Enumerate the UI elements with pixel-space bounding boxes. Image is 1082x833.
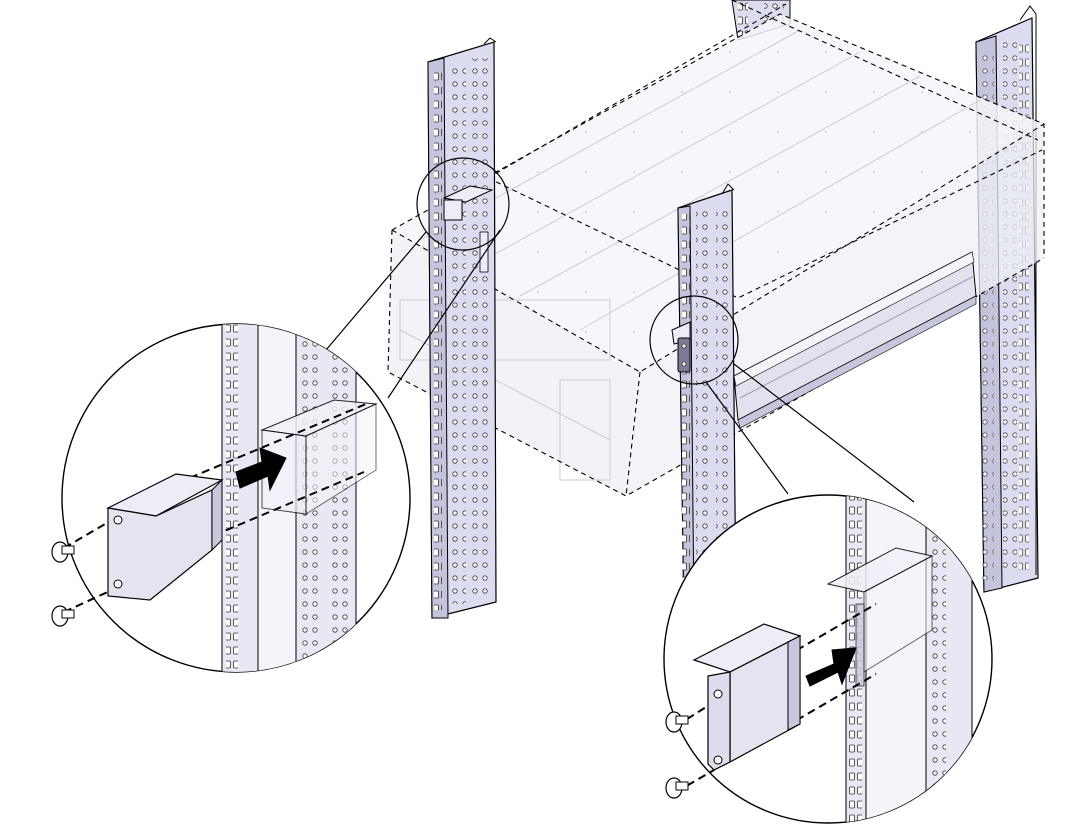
bracket-right	[692, 623, 802, 771]
callout-leaders	[325, 157, 915, 503]
mounted-bracket-left	[442, 185, 494, 273]
screw-icon	[51, 605, 75, 627]
callout-ring-right	[649, 295, 739, 385]
callout-ring-left	[416, 157, 510, 251]
screw-icon	[51, 541, 75, 563]
screw-icon	[665, 777, 689, 799]
mounted-bracket-right	[671, 321, 691, 373]
arrow-right-icon	[235, 447, 287, 492]
detail-callout-left	[51, 323, 411, 673]
front-left-rack-rail	[427, 37, 497, 619]
detail-callout-right	[663, 494, 993, 824]
bracket-left	[106, 473, 224, 601]
arrow-right-icon	[805, 647, 857, 687]
screw-icon	[665, 711, 689, 733]
slide-rail	[733, 251, 977, 429]
rear-right-rack-rail	[975, 5, 1039, 593]
front-right-rack-rail	[677, 183, 737, 619]
